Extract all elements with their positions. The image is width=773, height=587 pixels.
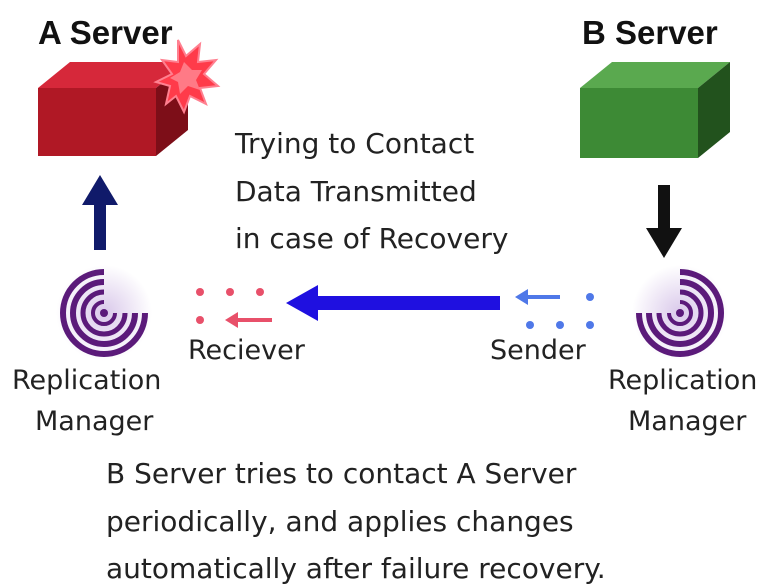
data-transfer-arrow [286,285,500,321]
replication-manager-left-label-line2: Manager [35,406,154,437]
replication-manager-left-label-line1: Replication [12,365,162,396]
replication-manager-right-icon [632,265,728,361]
replication-manager-right-label-line2: Manager [628,406,747,437]
server-b-box [580,62,730,158]
replication-manager-right-label-line1: Replication [608,365,758,396]
failure-burst-icon [153,39,221,115]
server-b-title: B Server [582,14,718,51]
server-a-title: A Server [38,14,173,51]
server-a-box [38,62,188,156]
down-arrow-icon [646,185,682,258]
sender-label: Sender [490,335,586,366]
receiver-label: Reciever [188,335,305,366]
description-line-3: automatically after failure recovery. [106,552,606,585]
description-line-2: periodically, and applies changes [106,505,574,538]
receiver-icon [196,288,272,328]
status-line-2: Data Transmitted [235,175,477,208]
up-arrow-icon [82,175,118,250]
status-line-1: Trying to Contact [235,127,475,160]
sender-icon [515,289,594,329]
description-line-1: B Server tries to contact A Server [106,457,577,490]
status-line-3: in case of Recovery [235,222,509,255]
replication-manager-left-icon [56,265,152,361]
